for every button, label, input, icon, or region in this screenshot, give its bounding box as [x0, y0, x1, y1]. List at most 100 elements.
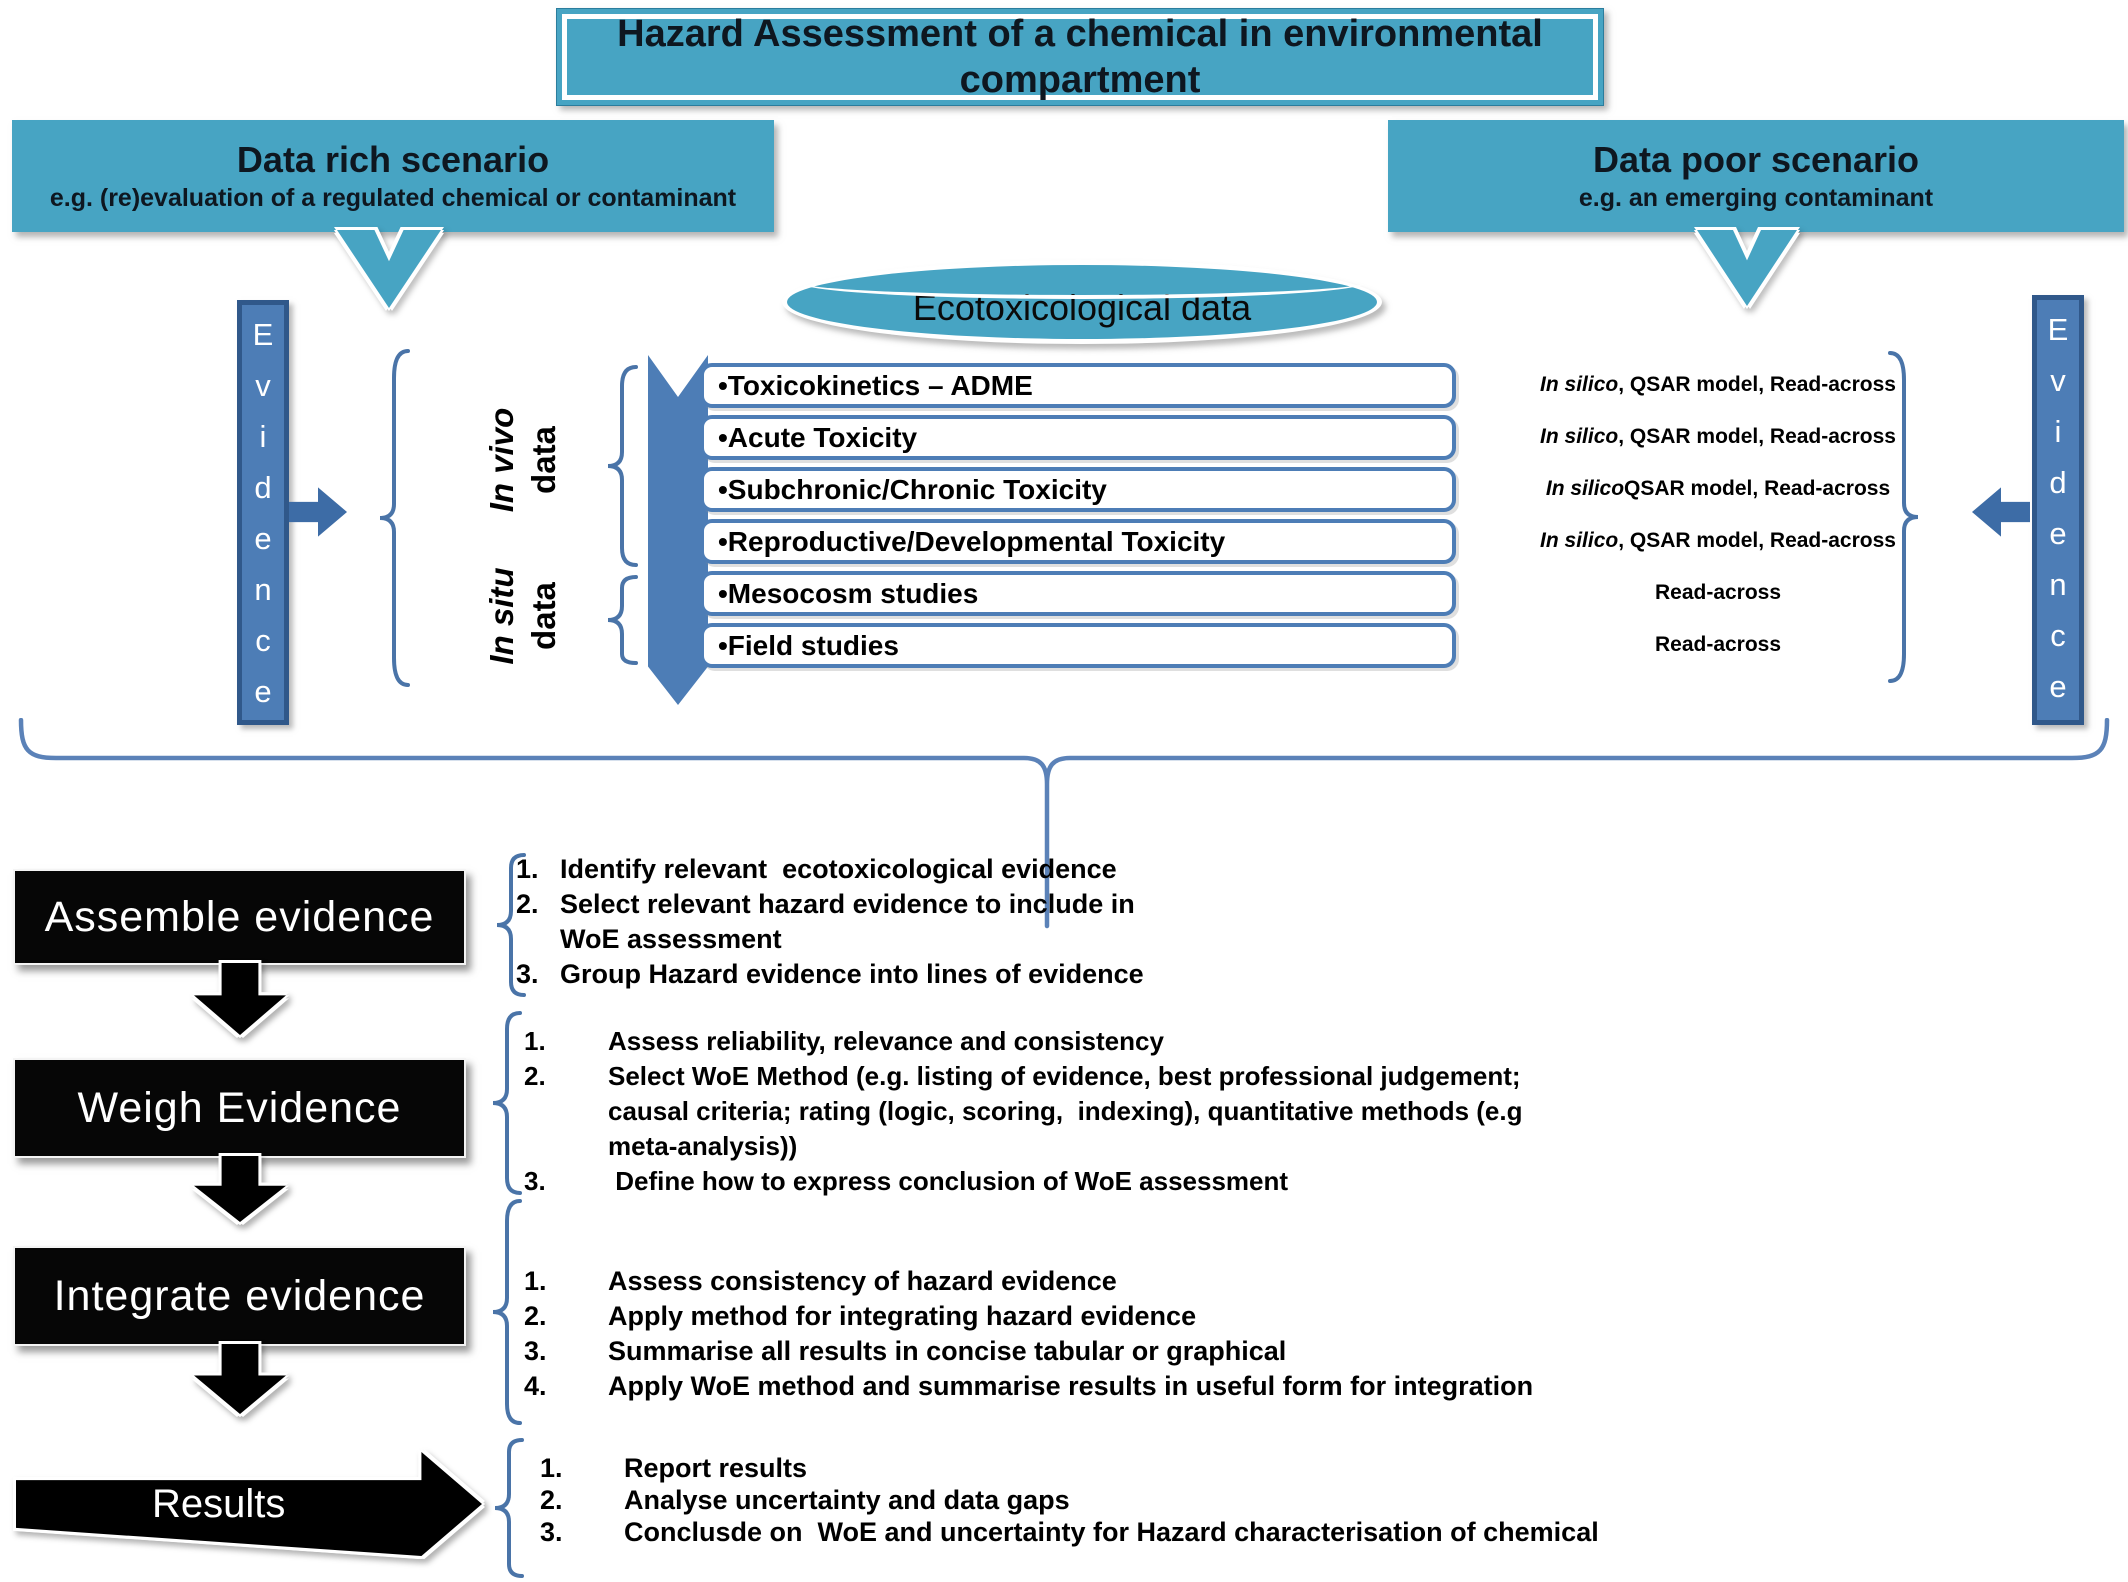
- study-item-label: •Field studies: [718, 629, 899, 661]
- scenario-rich-box: Data rich scenario e.g. (re)evaluation o…: [12, 120, 774, 232]
- scenario-poor-heading: Data poor scenario: [1592, 139, 1920, 181]
- scenario-poor-box: Data poor scenario e.g. an emerging cont…: [1388, 120, 2124, 232]
- study-item-box: •Field studies: [700, 623, 1456, 668]
- list-item: 2. Select WoE Method (e.g. listing of evi…: [524, 1059, 1523, 1164]
- ecotox-cylinder: Ecotoxicological data: [782, 260, 1382, 344]
- in-situ-label-italic: In situ: [483, 567, 520, 665]
- alternative-rest: , QSAR model, Read-across: [1618, 529, 1896, 552]
- alternative-row: Read-across: [1548, 630, 1888, 660]
- study-item-label: •Toxicokinetics – ADME: [718, 369, 1033, 401]
- alternative-row: In silico, QSAR model, Read-across: [1540, 370, 1896, 400]
- down-arrow-icon: [194, 1344, 286, 1414]
- evidence-bar-left-label: Evidence: [252, 317, 274, 709]
- study-ribbon-arrow: [648, 355, 708, 705]
- step-number: 2.: [540, 1485, 563, 1515]
- alternative-rest: , QSAR model, Read-across: [1618, 425, 1896, 448]
- ecotox-label: Ecotoxicological data: [912, 287, 1252, 328]
- alternative-italic: In silico: [1540, 373, 1619, 396]
- right-arrow-icon: Results: [16, 1452, 482, 1556]
- step-text: Apply WoE method and summarise results i…: [608, 1371, 1534, 1401]
- list-item: 2.Select relevant hazard evidence to inc…: [516, 887, 1144, 957]
- step-text: Summarise all results in concise tabular…: [608, 1336, 1287, 1366]
- stage-label: Results: [152, 1481, 286, 1526]
- step-number: 4.: [524, 1371, 547, 1401]
- evidence-bar-left: Evidence: [237, 300, 289, 725]
- step-text: Assess reliability, relevance and consis…: [608, 1026, 1164, 1056]
- brace-in-situ: [607, 575, 638, 665]
- scenario-rich-heading: Data rich scenario: [236, 139, 550, 181]
- list-item: 2. Apply method for integrating hazard ev…: [524, 1299, 1533, 1334]
- stage-arrow-2: [194, 1156, 286, 1222]
- alternative-rest: Read-across: [1654, 633, 1782, 656]
- step-text: Select WoE Method (e.g. listing of evide…: [608, 1061, 1523, 1161]
- list-item: 3. Summarise all results in concise tabul…: [524, 1334, 1533, 1369]
- brace-evidence-left: [379, 349, 410, 687]
- list-item: 1. Report results: [540, 1452, 1599, 1484]
- evidence-bar-right: Evidence: [2032, 295, 2084, 725]
- in-vivo-label-italic: In vivo: [483, 407, 520, 513]
- step-text: Identify relevant ecotoxicological evide…: [560, 854, 1117, 884]
- stage-steps-weigh: 1. Assess reliability, relevance and cons…: [524, 1024, 1523, 1199]
- flow-arrow-down-rich: [337, 230, 441, 308]
- step-number: 2.: [524, 1301, 547, 1331]
- stage-arrow-3: [194, 1344, 286, 1414]
- study-item-label: •Reproductive/Developmental Toxicity: [718, 525, 1226, 557]
- list-item: 3. Define how to express conclusion of W…: [524, 1164, 1523, 1199]
- brace-stage-2: [492, 1011, 522, 1195]
- alternative-row: In silico QSAR model, Read-across: [1546, 474, 1890, 504]
- step-number: 2.: [524, 1061, 546, 1091]
- stage-label: Assemble evidence: [44, 892, 435, 941]
- alternative-italic: In silico: [1540, 529, 1619, 552]
- brace-stage-3: [492, 1199, 522, 1425]
- scenario-poor-subtitle: e.g. an emerging contaminant: [1578, 184, 1934, 213]
- list-item: 3. Conclusde on WoE and uncertainty for H…: [540, 1516, 1599, 1548]
- evidence-right-arrow-icon: [1972, 487, 2030, 537]
- alternative-rest: Read-across: [1654, 581, 1782, 604]
- alternative-row: Read-across: [1548, 578, 1888, 608]
- step-number: 1.: [524, 1266, 547, 1296]
- stage-steps-assemble: 1. Identify relevant ecotoxicological evi…: [516, 852, 1144, 992]
- brace-in-vivo: [607, 365, 638, 567]
- alternative-row: In silico, QSAR model, Read-across: [1540, 526, 1896, 556]
- list-item: 1. Assess reliability, relevance and cons…: [524, 1024, 1523, 1059]
- stage-arrow-1: [194, 963, 286, 1035]
- alternative-rest: , QSAR model, Read-across: [1618, 373, 1896, 396]
- step-number: 1.: [540, 1453, 563, 1483]
- evidence-bar-right-label: Evidence: [2047, 312, 2069, 704]
- results-arrow-box: Results: [16, 1452, 482, 1556]
- step-text: Apply method for integrating hazard evid…: [608, 1301, 1197, 1331]
- stage-label: Integrate evidence: [53, 1271, 426, 1320]
- flow-arrow-down-poor: [1697, 230, 1797, 306]
- title-banner-inner: Hazard Assessment of a chemical in envir…: [562, 13, 1598, 101]
- step-number: 3.: [540, 1517, 563, 1547]
- stage-box-integrate: Integrate evidence: [13, 1246, 466, 1346]
- step-text: Group Hazard evidence into lines of evid…: [560, 959, 1144, 989]
- step-text: Report results: [624, 1453, 808, 1483]
- step-text: Analyse uncertainty and data gaps: [624, 1485, 1070, 1515]
- step-number: 3.: [516, 959, 539, 989]
- down-arrow-icon: [194, 1156, 286, 1222]
- list-item: 4. Apply WoE method and summarise results…: [524, 1369, 1533, 1404]
- brace-stage-4: [494, 1438, 524, 1578]
- study-item-box: •Subchronic/Chronic Toxicity: [700, 467, 1456, 512]
- study-item-box: •Reproductive/Developmental Toxicity: [700, 519, 1456, 564]
- stage-steps-integrate: 1.Assess consistency of hazard evidence …: [524, 1264, 1533, 1404]
- study-item-box: •Toxicokinetics – ADME: [700, 363, 1456, 408]
- in-situ-label: In situ data: [475, 531, 571, 701]
- scenario-rich-subtitle: e.g. (re)evaluation of a regulated chemi…: [49, 184, 737, 213]
- in-situ-label-rest: data: [525, 582, 562, 650]
- page-title: Hazard Assessment of a chemical in envir…: [617, 12, 1543, 101]
- list-item: 1. Identify relevant ecotoxicological evi…: [516, 852, 1144, 887]
- brace-collect-all: [18, 718, 2110, 929]
- alternative-italic: In silico: [1540, 425, 1619, 448]
- step-number: 1.: [524, 1026, 546, 1056]
- brace-alternatives-right: [1888, 351, 1919, 683]
- step-text: Conclusde on WoE and uncertainty for Haz…: [624, 1517, 1599, 1547]
- in-vivo-label: In vivo data: [475, 375, 571, 545]
- step-number: 1.: [516, 854, 539, 884]
- list-item: 2. Analyse uncertainty and data gaps: [540, 1484, 1599, 1516]
- step-number: 3.: [524, 1336, 547, 1366]
- stage-steps-results: 1. Report results 2. Analyse uncertainty a…: [540, 1452, 1599, 1548]
- step-number: 2.: [516, 889, 539, 919]
